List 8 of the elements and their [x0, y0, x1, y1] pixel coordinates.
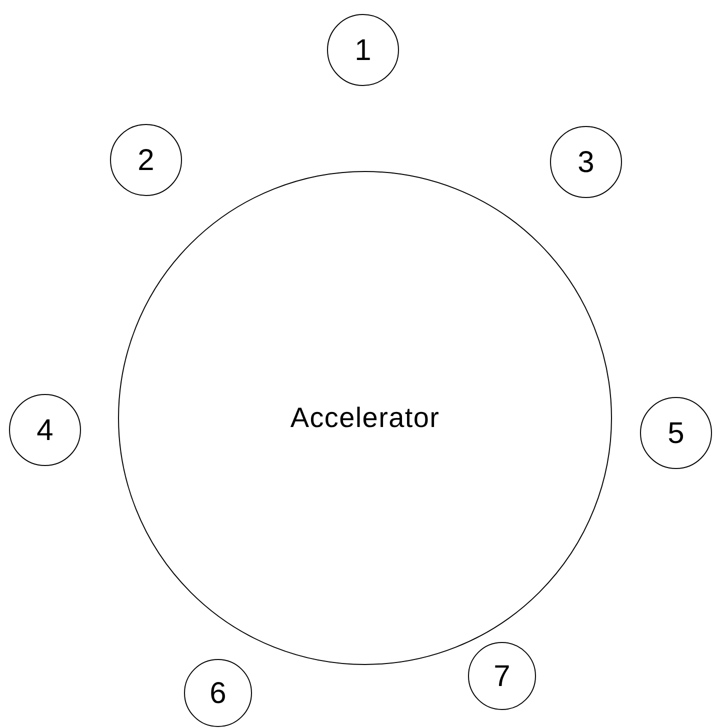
circle-number: 4 — [36, 412, 54, 448]
circle-number: 2 — [138, 142, 154, 178]
circle-number: 7 — [494, 658, 510, 694]
circle-number: 5 — [668, 416, 684, 452]
circle-number: 1 — [354, 32, 372, 68]
circle-number: 3 — [578, 144, 594, 180]
circle-label: Accelerator — [290, 401, 440, 435]
circle-number: 6 — [210, 676, 226, 712]
